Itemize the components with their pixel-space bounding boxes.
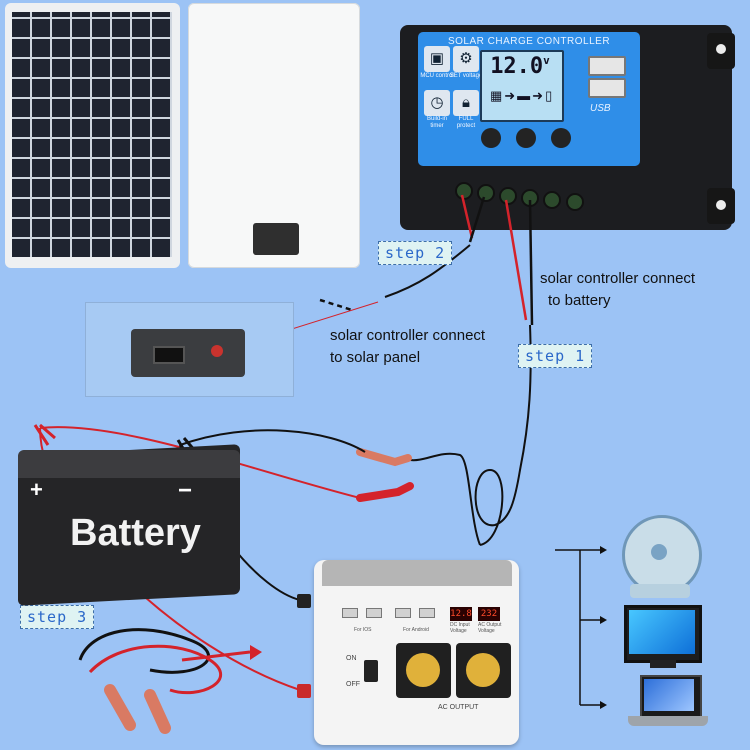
panel-note-line-1: solar controller connect — [330, 327, 486, 344]
clamp-cable — [409, 452, 481, 546]
full-protect-label: FULL protect — [456, 116, 476, 129]
usb-port-1 — [588, 56, 626, 76]
usb-port-2 — [588, 78, 626, 98]
arrow-monitor — [600, 616, 607, 624]
step3-red-cable — [88, 644, 223, 695]
mount-hole-top — [716, 44, 726, 54]
switch-off-label: OFF — [346, 681, 360, 688]
up-button[interactable] — [516, 128, 536, 148]
mcu-chip-icon: ▣ — [424, 46, 450, 72]
lcd-voltage: 12.0v — [490, 54, 550, 79]
terminal-2 — [477, 184, 495, 202]
dc-display-label: DC Input Voltage — [450, 622, 470, 634]
inverter-usb-3 — [395, 608, 411, 618]
panel-connector — [319, 298, 353, 312]
inverter-usb-2 — [366, 608, 382, 618]
battery-red-lead — [504, 199, 528, 321]
battery-black-lead — [528, 199, 534, 326]
dc-voltage-display: 12.8 — [450, 607, 472, 621]
mount-hole-bottom — [716, 200, 726, 210]
ac-voltage-display: 232 — [478, 607, 500, 621]
coiled-cable — [474, 324, 532, 546]
battery-label: Battery — [70, 512, 201, 554]
menu-button[interactable] — [481, 128, 501, 148]
gear-icon: ⚙ — [453, 46, 479, 72]
step3-copper-clamp-1 — [104, 684, 136, 731]
usb-android-label: For Android — [403, 627, 429, 633]
copper-clamp-1 — [356, 448, 412, 467]
battery-plus-sign: + — [30, 477, 43, 502]
usb-ios-label: For IOS — [354, 627, 372, 633]
lock-icon: 🔒︎ — [453, 90, 479, 116]
battery-top — [18, 450, 240, 478]
ac-display-label: AC Output Voltage — [478, 622, 502, 634]
step-2-label: step 2 — [378, 241, 453, 265]
laptop-display — [644, 679, 694, 711]
lcd-status-icons: ▦➜▬➜▯ — [490, 88, 555, 103]
panel-black-lead — [468, 196, 486, 243]
switch-on-label: ON — [346, 655, 357, 662]
arrow-laptop — [600, 701, 607, 709]
usb-adapter-box — [131, 329, 245, 377]
panel-cable — [384, 244, 471, 298]
step3-arrowhead — [250, 645, 262, 660]
fan-base — [630, 584, 690, 598]
solar-panel-cells — [12, 12, 172, 257]
mcu-label: MCU control — [420, 73, 454, 79]
battery-red-clamp — [33, 423, 56, 446]
appliance-branches — [580, 549, 600, 706]
clock-icon: ◷ — [424, 90, 450, 116]
monitor-stand — [650, 660, 676, 668]
power-switch[interactable] — [364, 660, 378, 682]
controller-title: SOLAR CHARGE CONTROLLER — [447, 36, 611, 47]
step3-copper-clamp-2 — [144, 689, 171, 734]
inverter-top — [322, 560, 512, 586]
battery-negative-cable — [179, 429, 366, 453]
inverter-usb-4 — [419, 608, 435, 618]
step3-arrow-line — [181, 650, 251, 662]
inverter-pos-terminal — [297, 684, 311, 698]
step-1-label: step 1 — [518, 344, 593, 368]
step3-black-cable — [78, 628, 210, 674]
timer-label: Build-in timer — [426, 116, 447, 129]
terminal-6 — [566, 193, 584, 211]
battery-note-line-1: solar controller connect — [540, 270, 696, 287]
inverter-neg-terminal — [297, 594, 311, 608]
usb-label: USB — [590, 103, 611, 114]
battery-connect-note: solar controller connect to battery — [540, 268, 695, 312]
terminal-5 — [543, 191, 561, 209]
adapter-usb-port — [153, 346, 185, 364]
battery-note-line-2: to battery — [548, 292, 611, 309]
terminal-3 — [499, 187, 517, 205]
lcd-display — [480, 50, 564, 122]
adapter-dc-jack — [211, 345, 223, 357]
junction-box — [253, 223, 299, 255]
ac-socket-1-face — [406, 653, 440, 687]
inverter-usb-1 — [342, 608, 358, 618]
set-voltage-label: SET voltage — [449, 73, 483, 79]
red-clamp — [356, 482, 414, 502]
battery-minus-sign: − — [178, 477, 193, 504]
down-button[interactable] — [551, 128, 571, 148]
ac-socket-2-face — [466, 653, 500, 687]
panel-red-lead — [460, 194, 474, 239]
arrow-fan — [600, 546, 607, 554]
fan-hub — [651, 544, 667, 560]
panel-note-line-2: to solar panel — [330, 349, 421, 366]
panel-connect-note: solar controller connect to solar panel — [330, 325, 485, 369]
step-3-label: step 3 — [20, 605, 95, 629]
monitor-screen — [629, 610, 695, 654]
ac-output-label: AC OUTPUT — [438, 704, 479, 711]
laptop-base — [628, 716, 708, 726]
